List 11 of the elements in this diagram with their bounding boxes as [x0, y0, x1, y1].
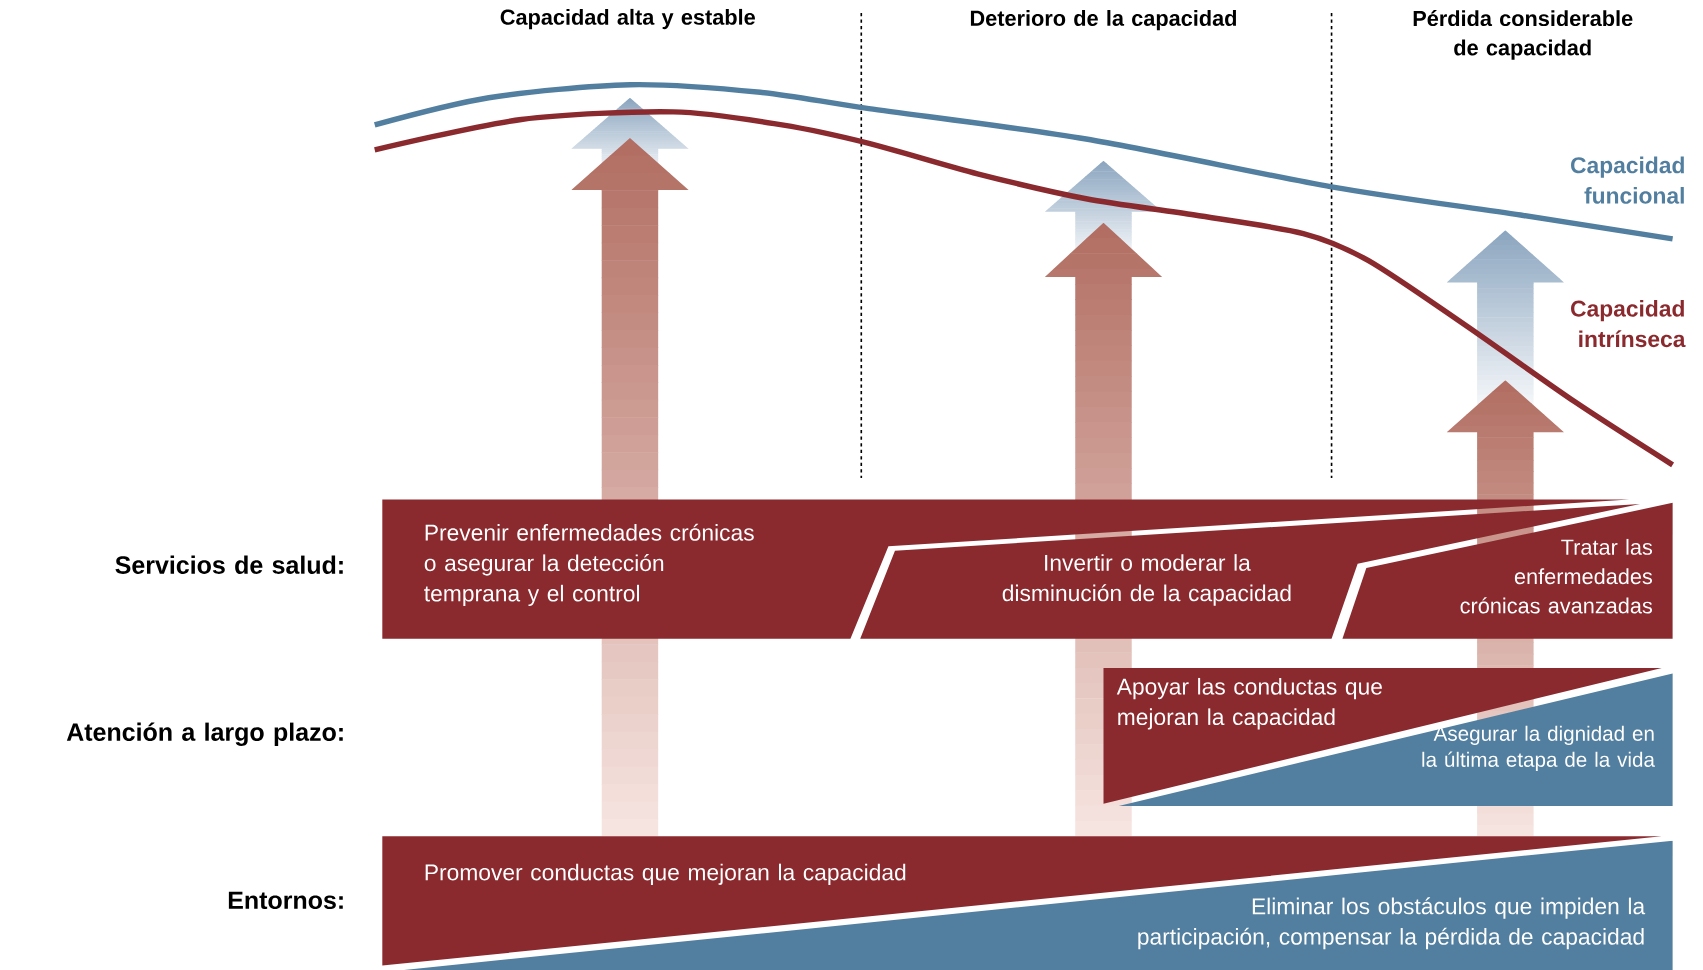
column-heading: Deterioro de la capacidad [970, 10, 1236, 31]
column-heading: Pérdida considerable de capacidad [1413, 10, 1633, 60]
column-heading: Capacidad alta y estable [500, 8, 755, 30]
node-label: Invertir o moderar la disminución de la capacidad [1002, 554, 1291, 606]
band-segment: Tratar las enfermedades crónicas avanzadas [1342, 502, 1673, 639]
row-label: Atención a largo plazo: [66, 722, 343, 747]
node-label: Prevenir enfermedades crónicas o asegurar la detección temprana y el control [424, 523, 754, 607]
curve-label: Capacidad funcional [1571, 156, 1684, 204]
row-label: Servicios de salud: [115, 555, 343, 574]
row-label: Entornos: [228, 891, 343, 910]
curve-label: Capacidad intrínseca [1571, 300, 1686, 348]
